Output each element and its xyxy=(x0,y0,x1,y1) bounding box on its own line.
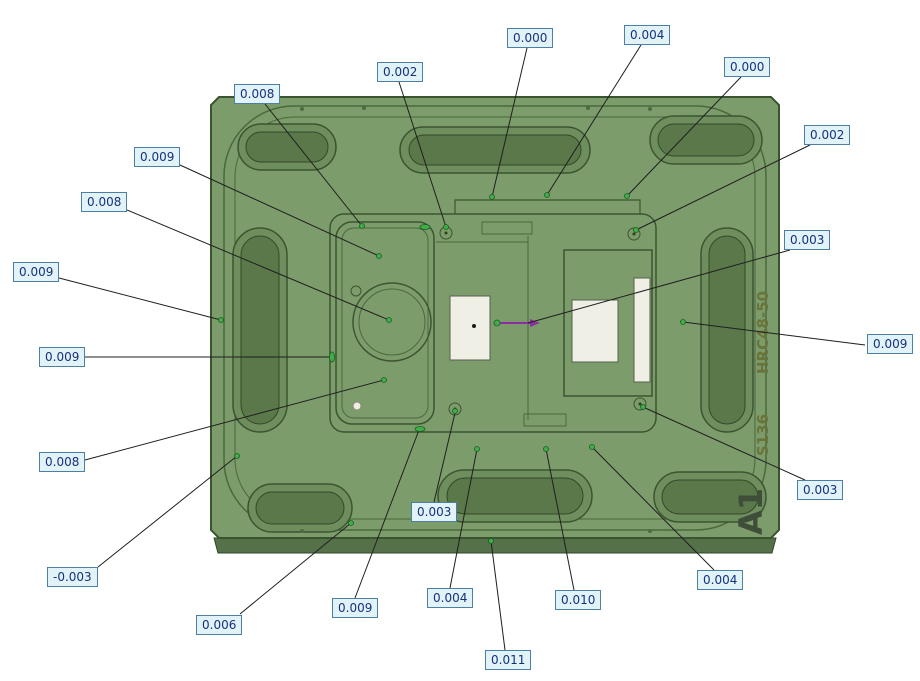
measurement-label[interactable]: 0.011 xyxy=(485,650,532,670)
measurement-label[interactable]: 0.006 xyxy=(196,615,243,635)
measurement-label[interactable]: 0.003 xyxy=(411,502,458,522)
measurement-label[interactable]: 0.000 xyxy=(724,57,771,77)
screw-dots xyxy=(300,106,652,533)
corner-slot-top-right xyxy=(649,115,763,165)
measurement-label[interactable]: 0.004 xyxy=(697,570,744,590)
measurement-markers xyxy=(218,192,686,544)
measurement-label[interactable]: -0.003 xyxy=(47,567,98,587)
measurement-label[interactable]: 0.004 xyxy=(624,25,671,45)
slot-left xyxy=(232,227,288,433)
measurement-label[interactable]: 0.002 xyxy=(377,62,424,82)
leader-lines xyxy=(58,44,866,651)
slot-bottom xyxy=(437,469,593,523)
measurement-label[interactable]: 0.010 xyxy=(555,590,602,610)
measurement-label[interactable]: 0.000 xyxy=(507,28,554,48)
measurement-label[interactable]: 0.008 xyxy=(234,84,281,104)
measurement-label[interactable]: 0.009 xyxy=(39,347,86,367)
origin-arrow-icon xyxy=(493,319,540,327)
corner-slot-bottom-left xyxy=(247,483,353,533)
measurement-label[interactable]: 0.008 xyxy=(39,452,86,472)
plate-bottom-edge xyxy=(213,537,777,554)
material-marking: S136 xyxy=(754,414,772,456)
measurement-label[interactable]: 0.003 xyxy=(784,230,831,250)
corner-slot-top-left xyxy=(237,123,337,171)
measurement-label[interactable]: 0.009 xyxy=(332,598,379,618)
plate-face xyxy=(210,96,780,539)
measurement-label[interactable]: 0.009 xyxy=(134,147,181,167)
measurement-label[interactable]: 0.008 xyxy=(81,192,128,212)
measurement-label[interactable]: 0.004 xyxy=(427,588,474,608)
measurement-label[interactable]: 0.002 xyxy=(804,125,851,145)
measurement-label[interactable]: 0.009 xyxy=(867,334,914,354)
measurement-label[interactable]: 0.003 xyxy=(797,480,844,500)
corner-slot-bottom-right xyxy=(653,471,767,523)
slot-top xyxy=(399,126,591,174)
slot-right xyxy=(700,227,754,433)
measurement-label[interactable]: 0.009 xyxy=(13,262,60,282)
plate-id-marking: A1 xyxy=(732,488,770,535)
center-cavity xyxy=(329,199,657,433)
